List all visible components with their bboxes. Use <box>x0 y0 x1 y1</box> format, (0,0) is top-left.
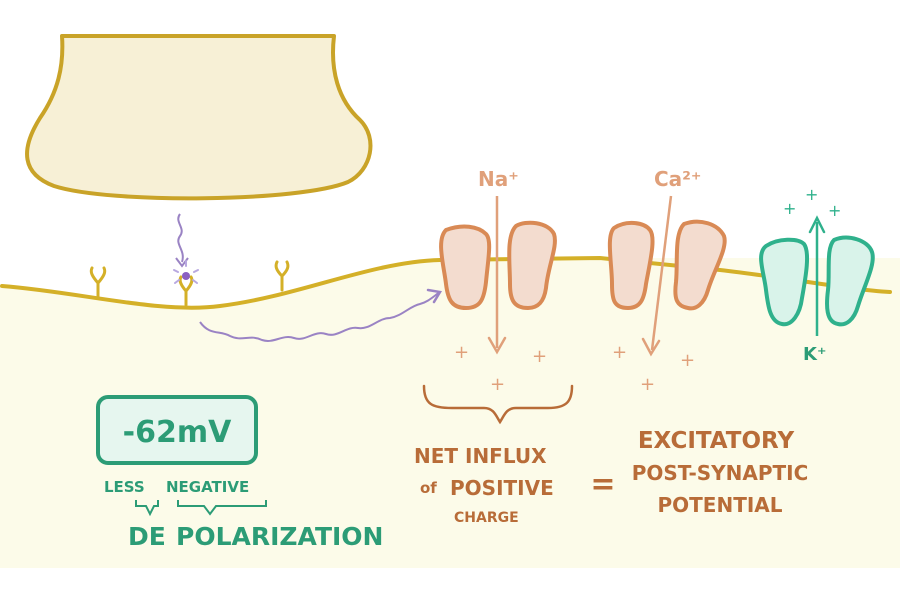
epsp-line-excitatory: EXCITATORY <box>638 428 795 454</box>
plus-charge: + <box>828 201 841 220</box>
positive-label: POSITIVE <box>450 476 554 500</box>
plus-charge: + <box>680 350 695 371</box>
neurotransmitter-path <box>177 213 184 263</box>
potassium-channel-left-subunit <box>759 237 810 327</box>
epsp-line-potential: POTENTIAL <box>657 493 782 517</box>
receptor-left <box>89 266 107 299</box>
receptor-bound <box>178 275 194 307</box>
voltage-display <box>96 395 258 465</box>
negative-label: NEGATIVE <box>166 478 249 496</box>
sodium-label: Na⁺ <box>478 167 519 191</box>
plus-charge: + <box>640 374 655 395</box>
plus-charge: + <box>612 342 627 363</box>
charge-label: CHARGE <box>454 510 519 526</box>
less-bracket <box>135 500 159 517</box>
potassium-efflux-arrowhead <box>808 215 826 234</box>
plus-charge: + <box>805 185 818 204</box>
equals-sign: = <box>590 467 615 502</box>
net-influx-label: NET INFLUX <box>414 444 547 468</box>
presynaptic-terminal <box>25 34 373 201</box>
epsp-line-post-synaptic: POST-SYNAPTIC <box>632 461 809 485</box>
neurotransmitter-glow <box>173 260 199 284</box>
negative-bracket <box>177 500 267 516</box>
sodium-influx-arrowhead <box>487 336 507 355</box>
depolarization-root: POLARIZATION <box>176 522 383 551</box>
influx-brace <box>422 384 574 425</box>
plus-charge: + <box>454 342 469 363</box>
receptor-right <box>274 260 290 292</box>
potassium-channel-right-subunit <box>825 235 875 327</box>
sodium-channel-right-subunit <box>507 220 557 311</box>
calcium-influx-arrow <box>650 195 673 351</box>
plus-charge: + <box>532 346 547 367</box>
signal-wave-arrowhead <box>426 288 443 304</box>
calcium-influx-arrowhead <box>641 337 661 357</box>
calcium-channel-right-subunit <box>673 219 727 311</box>
potassium-channel <box>759 235 875 327</box>
neurotransmitter-molecule <box>182 272 190 280</box>
influx-of-label: of <box>420 479 437 497</box>
voltage-value: -62mV <box>123 415 232 450</box>
postsynaptic-cell <box>0 258 900 568</box>
depolarization-prefix: DE <box>128 522 166 551</box>
plus-charge: + <box>783 199 796 218</box>
signal-wave-arrow <box>199 291 441 342</box>
potassium-label: K⁺ <box>803 344 826 365</box>
sodium-channel-left-subunit <box>439 224 492 311</box>
calcium-channel-left-subunit <box>607 221 655 311</box>
plus-charge: + <box>490 374 505 395</box>
less-label: LESS <box>104 478 145 496</box>
sodium-channel <box>439 220 557 311</box>
calcium-channel <box>607 219 727 311</box>
calcium-label: Ca²⁺ <box>654 167 702 191</box>
